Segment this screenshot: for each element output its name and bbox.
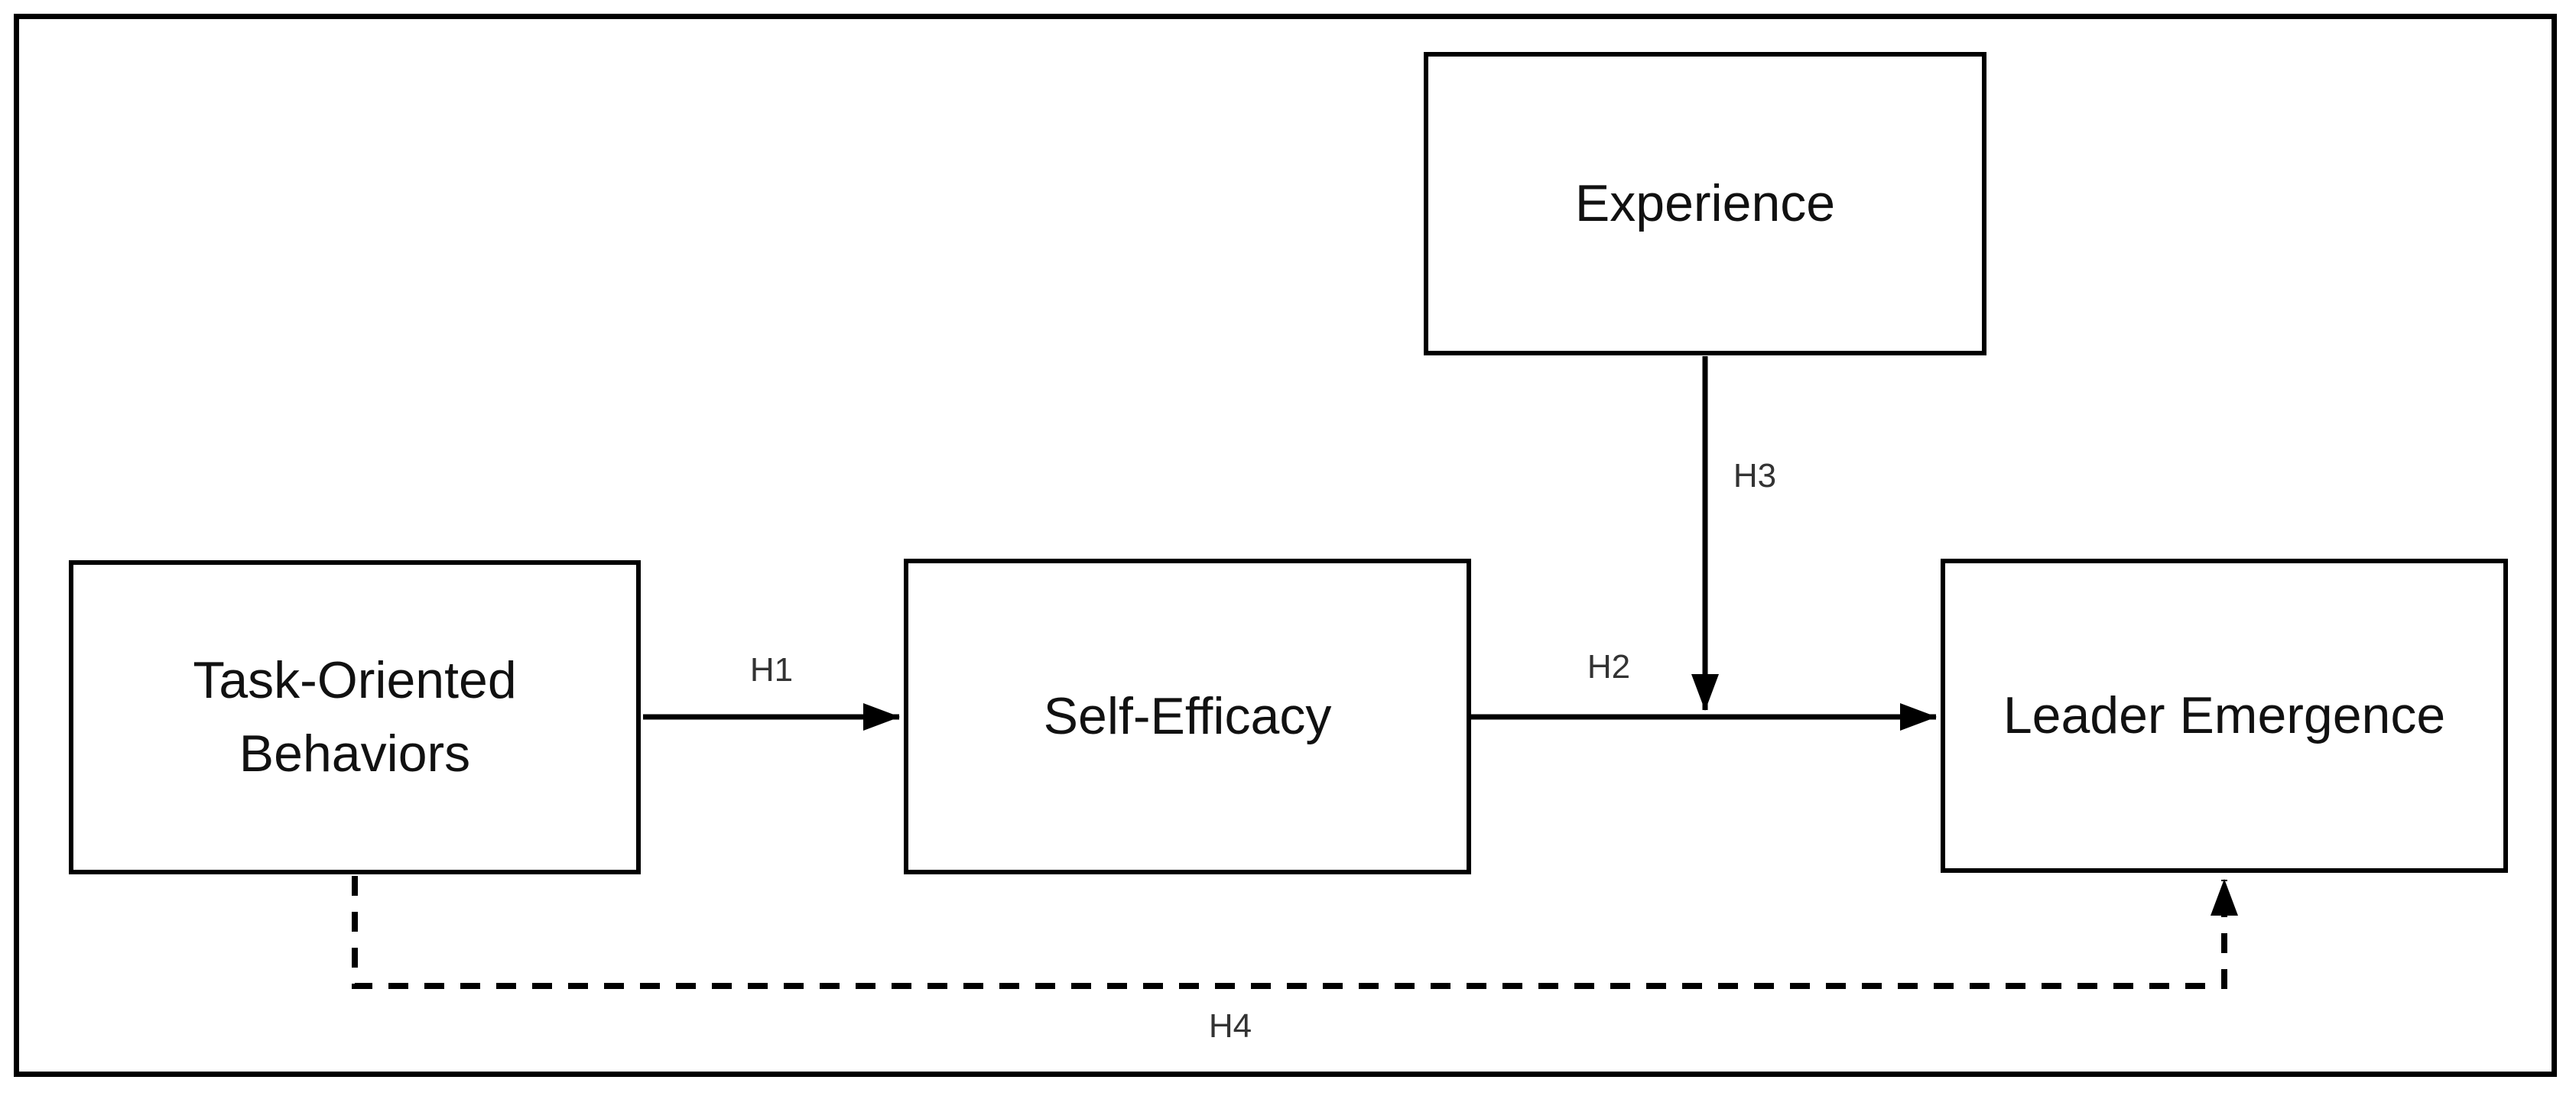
node-label: Task-Oriented Behaviors bbox=[193, 651, 517, 783]
edge-label-h1: H1 bbox=[749, 651, 794, 689]
edge-label-h2: H2 bbox=[1587, 648, 1631, 686]
node-experience: Experience bbox=[1424, 52, 1986, 355]
node-label: Experience bbox=[1574, 173, 1836, 232]
node-task-oriented-behaviors: Task-Oriented Behaviors bbox=[69, 560, 641, 874]
node-leader-emergence: Leader Emergence bbox=[1941, 559, 2508, 873]
edge-label-h3: H3 bbox=[1733, 457, 1777, 494]
figure-border bbox=[14, 14, 2557, 1077]
edge-label-h4: H4 bbox=[1208, 1007, 1252, 1045]
node-self-efficacy: Self-Efficacy bbox=[904, 559, 1471, 874]
node-label: Leader Emergence bbox=[2003, 686, 2446, 744]
node-label: Self-Efficacy bbox=[1043, 686, 1332, 745]
h4-dashed-arrow-path bbox=[352, 876, 2238, 989]
